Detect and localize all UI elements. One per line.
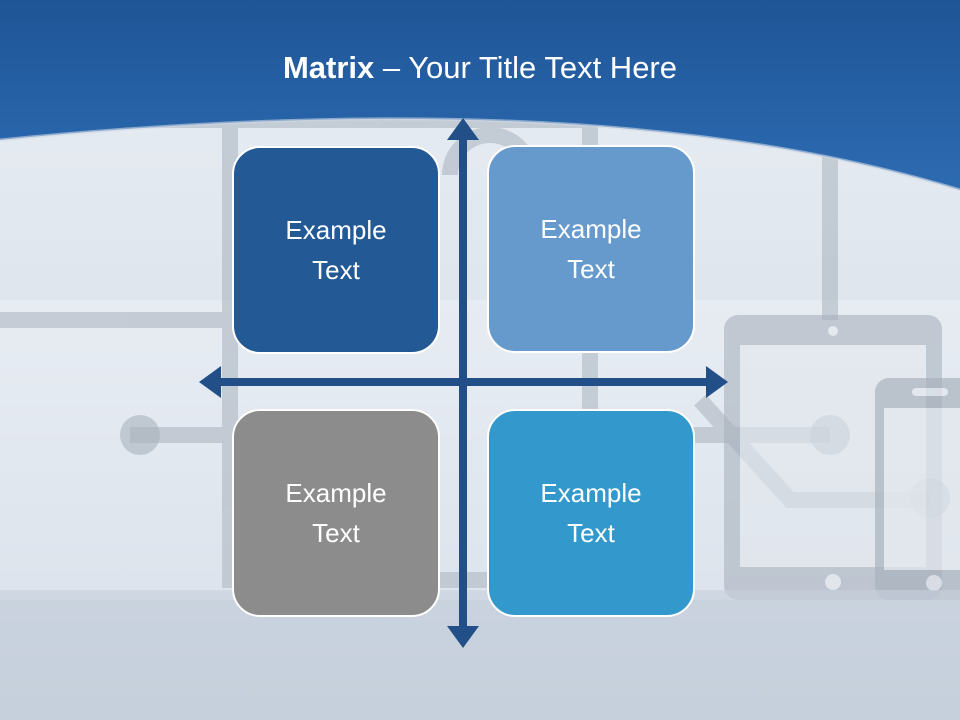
title-bold: Matrix [282, 50, 375, 85]
title-rest: – Your Title Text Here [374, 50, 678, 85]
quadrant-top-right: Example Text [487, 145, 695, 353]
quadrant-top-left: Example Text [232, 146, 440, 354]
quadrant-bottom-right: Example Text [487, 409, 695, 617]
phone-icon [875, 378, 960, 600]
page-title: Matrix – Your Title Text Here [0, 50, 960, 86]
quadrant-bottom-left: Example Text [232, 409, 440, 617]
